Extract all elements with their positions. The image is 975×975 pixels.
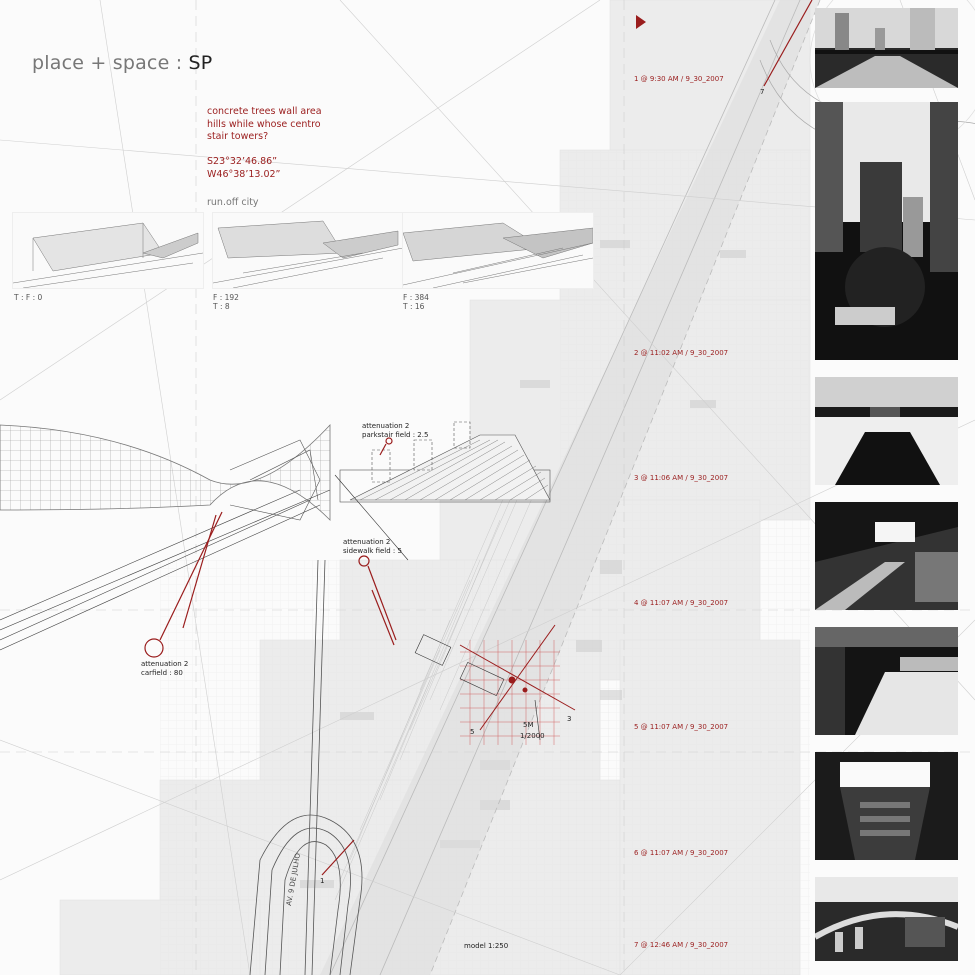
coordinates: S23°32’46.86” W46°38’13.02” [207, 156, 280, 181]
subtitle: run.off city [207, 197, 259, 208]
longitude: W46°38’13.02” [207, 168, 281, 180]
model-scale: model 1:250 [464, 942, 509, 950]
frame-3-label: F : 384 T : 16 [403, 293, 429, 311]
poster-title: place + space : SP [32, 52, 212, 74]
photo-6-image [815, 752, 958, 860]
sidewalk-annotation: attenuation 2 sidewalk field : 5 [343, 538, 402, 555]
frame-2-label: F : 192 T : 8 [213, 293, 239, 311]
photo-7-image [815, 877, 958, 961]
title-suffix: SP [188, 52, 213, 74]
photo-2-image [815, 102, 958, 360]
marker-5: 5 [470, 728, 475, 736]
photo-3-image [815, 377, 958, 485]
photo-7 [815, 877, 958, 961]
animation-frame-2 [212, 212, 404, 289]
poem-line: hills while whose centro [207, 118, 321, 130]
marker-1: 1 [320, 877, 325, 885]
poem-line: concrete trees wall area [207, 106, 322, 117]
marker-3: 3 [567, 715, 572, 723]
timestamp-4: 4 @ 11:07 AM / 9_30_2007 [634, 599, 729, 607]
timestamp-1: 1 @ 9:30 AM / 9_30_2007 [634, 75, 724, 83]
timestamp-6: 6 @ 11:07 AM / 9_30_2007 [634, 849, 729, 857]
photo-1 [815, 8, 958, 88]
photo-4 [815, 502, 958, 610]
animation-frame-1 [12, 212, 204, 289]
frame-3-drawing [403, 222, 593, 288]
photo-2 [815, 102, 958, 360]
timestamp-2: 2 @ 11:02 AM / 9_30_2007 [634, 349, 729, 357]
frame-1-drawing [13, 222, 203, 288]
scale-ratio: 1/2000 [520, 732, 545, 740]
title-prefix: place + space : [32, 52, 189, 74]
parkstair-annotation: attenuation 2 parkstair field : 2.5 [362, 422, 429, 439]
timestamp-5: 5 @ 11:07 AM / 9_30_2007 [634, 723, 729, 731]
timestamp-7: 7 @ 12:46 AM / 9_30_2007 [634, 941, 729, 949]
intro-poem: concrete trees wall area hills while who… [207, 106, 357, 144]
poem-line: stair towers? [207, 131, 269, 142]
timestamp-3: 3 @ 11:06 AM / 9_30_2007 [634, 474, 729, 482]
latitude: S23°32’46.86” [207, 156, 278, 167]
frame-2-drawing [213, 220, 403, 288]
photo-5-image [815, 627, 958, 735]
photo-4-image [815, 502, 958, 610]
animation-frame-3 [402, 212, 594, 289]
photo-1-image [815, 8, 958, 88]
marker-7: 7 [760, 88, 765, 96]
frame-1-label: T : F : 0 [14, 293, 43, 302]
scale-label: 5M [523, 721, 534, 729]
photo-5 [815, 627, 958, 735]
photo-3 [815, 377, 958, 485]
photo-6 [815, 752, 958, 860]
carfield-annotation: attenuation 2 carfield : 80 [141, 660, 189, 677]
